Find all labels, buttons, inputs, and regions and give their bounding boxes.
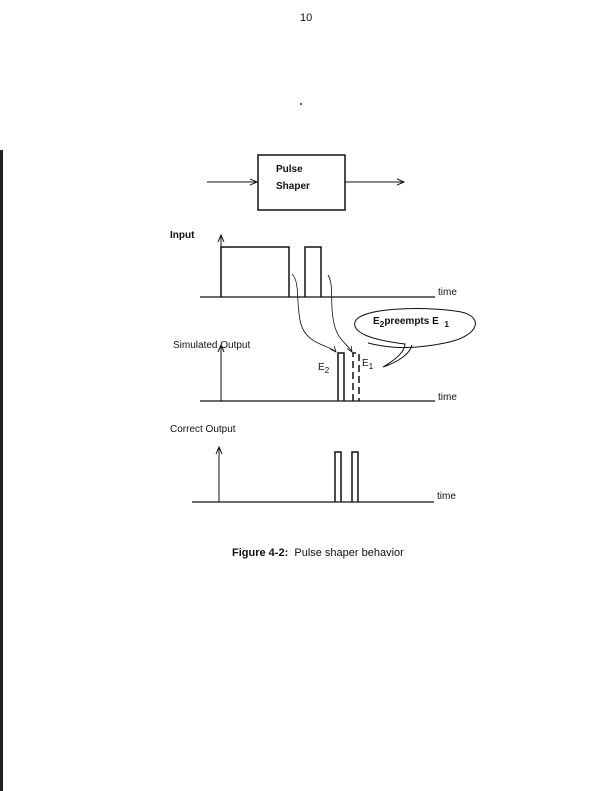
simulated-label: Simulated Output — [173, 340, 251, 351]
scan-edge — [0, 150, 3, 791]
e1-label: E1 — [362, 358, 374, 371]
input-label: Input — [170, 230, 195, 241]
callout-bubble — [354, 308, 476, 368]
e1-pulse-dashed — [352, 352, 360, 401]
speck — [300, 103, 302, 105]
e2-pulse — [337, 352, 345, 401]
delay-arrow-2 — [327, 274, 352, 352]
block-label-line2: Shaper — [276, 181, 310, 192]
input-time-label: time — [438, 287, 457, 298]
correct-pulses — [334, 451, 359, 502]
figure-caption: Figure 4-2: Pulse shaper behavior — [232, 547, 404, 559]
e2-label: E2 — [318, 362, 330, 375]
input-pulses — [220, 246, 322, 297]
correct-time-label: time — [437, 491, 456, 502]
simulated-time-label: time — [438, 392, 457, 403]
delay-arrow-1 — [291, 273, 336, 352]
correct-label: Correct Output — [170, 424, 236, 435]
callout-text: E2preempts E 1 — [373, 316, 449, 329]
block-label-line1: Pulse — [276, 164, 303, 175]
page-number: 10 — [300, 12, 313, 24]
